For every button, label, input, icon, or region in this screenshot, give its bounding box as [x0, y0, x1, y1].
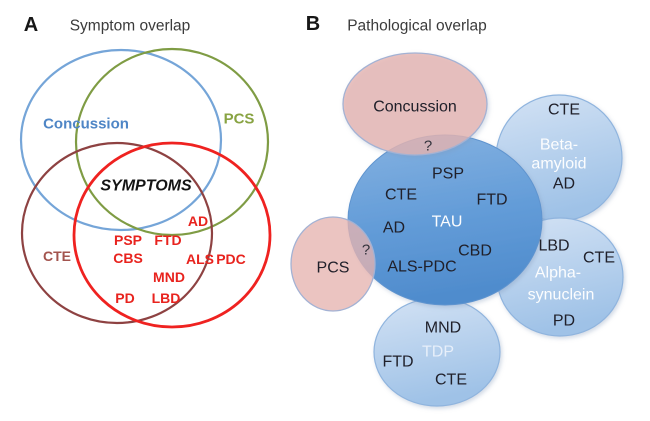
- pcs-venn-circle: [74, 47, 270, 237]
- label-pd-alpha: PD: [553, 313, 575, 330]
- label-cte-beta: CTE: [548, 102, 580, 119]
- label-als-a: ALS: [186, 251, 214, 267]
- question-mark-concussion: ?: [424, 138, 432, 155]
- label-mnd-a: MND: [153, 269, 185, 285]
- label-pdc-a: PDC: [216, 251, 246, 267]
- label-alpha-line1: Alpha-: [535, 265, 581, 282]
- label-tdp-protein: TDP: [422, 344, 454, 361]
- label-cbs-a: CBS: [113, 250, 143, 266]
- label-cbd-tau: CBD: [458, 243, 492, 260]
- label-symptoms: SYMPTOMS: [100, 178, 192, 195]
- label-tau-protein: TAU: [432, 214, 463, 231]
- label-psp-tau: PSP: [432, 166, 464, 183]
- panel-a-letter: A: [24, 14, 38, 36]
- label-pd-a: PD: [115, 290, 134, 306]
- panel-b: B Pathological overlap Concussion ? PCS …: [290, 13, 624, 407]
- label-lbd-alpha: LBD: [538, 238, 569, 255]
- concussion-venn-circle: [19, 48, 223, 232]
- cte-venn-circle: [20, 141, 214, 325]
- label-ftd-tau: FTD: [476, 192, 507, 209]
- disease-venn-circle: [72, 141, 272, 329]
- label-cte-alpha: CTE: [583, 250, 615, 267]
- question-mark-pcs: ?: [362, 242, 370, 259]
- label-cte-tau: CTE: [385, 187, 417, 204]
- label-ftd-tdp: FTD: [382, 354, 413, 371]
- panel-b-title: Pathological overlap: [347, 18, 487, 35]
- label-beta-line2: amyloid: [531, 156, 586, 173]
- panel-a: A Symptom overlap Concussion PCS CTE SYM…: [19, 14, 272, 329]
- label-concussion-a: Concussion: [43, 116, 129, 133]
- label-beta-line1: Beta-: [540, 137, 578, 154]
- pcs-ellipse-b: [290, 216, 376, 312]
- label-psp-a: PSP: [114, 232, 142, 248]
- label-cte-tdp: CTE: [435, 372, 467, 389]
- label-concussion-b: Concussion: [373, 99, 457, 116]
- label-ad-beta: AD: [553, 176, 575, 193]
- label-pcs-b: PCS: [317, 260, 350, 277]
- label-lbd-a: LBD: [152, 290, 181, 306]
- label-alspdc-tau: ALS-PDC: [387, 259, 456, 276]
- label-cte-a: CTE: [43, 248, 71, 264]
- label-ftd-a: FTD: [154, 232, 181, 248]
- label-alpha-line2: synuclein: [528, 287, 595, 304]
- label-mnd-tdp: MND: [425, 320, 461, 337]
- concussion-ellipse-b: [342, 52, 488, 156]
- label-ad-tau: AD: [383, 220, 405, 237]
- panel-b-letter: B: [306, 13, 320, 35]
- label-ad-a: AD: [188, 213, 208, 229]
- panel-a-title: Symptom overlap: [70, 18, 191, 35]
- label-pcs-a: PCS: [224, 111, 255, 128]
